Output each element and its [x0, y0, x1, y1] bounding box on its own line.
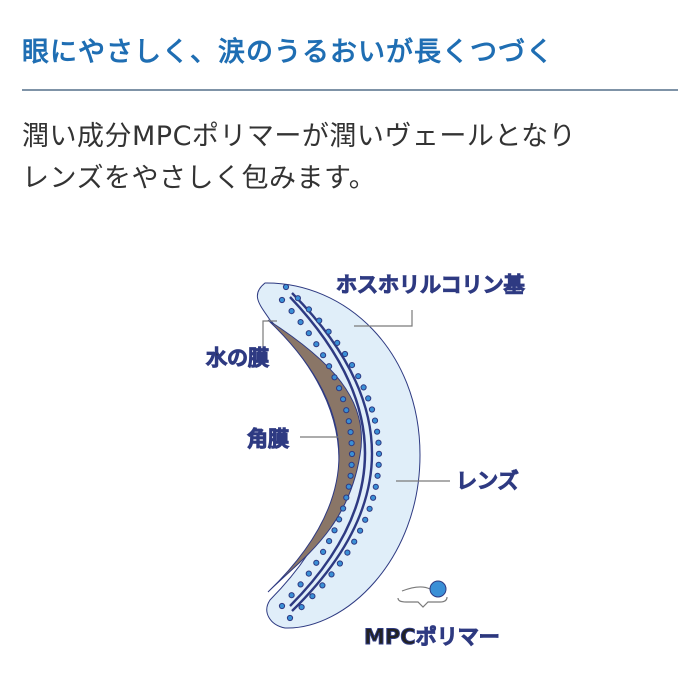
outer-polymer-dot: [298, 604, 305, 611]
inner-polymer-dot: [297, 581, 304, 588]
outer-polymer-dot: [348, 362, 356, 369]
inner-polymer-dot: [313, 559, 320, 566]
outer-polymer-dot: [319, 582, 326, 589]
outer-polymer-dot: [328, 571, 335, 578]
lens-inner-line: [289, 296, 367, 607]
outer-polymer-dot: [360, 384, 367, 391]
intro-line-2: レンズをやさしく包みます。: [22, 163, 377, 194]
outer-polymer-dot: [365, 395, 372, 402]
inner-polymer-dot: [343, 494, 350, 501]
inner-polymer-dot: [278, 602, 286, 610]
outer-polymer-dot: [372, 483, 379, 490]
inner-polymer-dot: [313, 341, 320, 348]
leader-base-material: [354, 310, 413, 327]
outer-polymer-dot: [368, 406, 376, 413]
inner-polymer-dot: [305, 330, 312, 337]
lens-outer-line: [291, 292, 374, 612]
inner-polymer-dot: [345, 483, 352, 490]
outer-polymer-dot: [374, 428, 381, 435]
outer-polymer-dot: [305, 306, 312, 313]
outer-polymer-dot: [286, 614, 294, 622]
inner-polymer-dot: [345, 418, 352, 425]
mpc-polymer-dots: [278, 283, 383, 622]
outer-polymer-dot: [336, 560, 343, 567]
inner-polymer-dot: [347, 429, 354, 436]
outer-polymer-dot: [375, 439, 382, 446]
outer-polymer-dot: [344, 549, 351, 556]
page-title: 眼にやさしく、涙のうるおいが長くつづく: [22, 37, 554, 68]
inner-polymer-dot: [288, 592, 295, 599]
outer-polymer-dot: [316, 317, 323, 324]
outer-polymer-dot: [351, 538, 358, 545]
inner-polymer-dot: [320, 352, 327, 359]
mpc-polymer-chain-icon: [401, 586, 431, 592]
outer-polymer-dot: [375, 450, 383, 457]
inner-polymer-dot: [320, 548, 327, 556]
outer-polymer-dot: [366, 505, 373, 512]
inner-polymer-dot: [288, 308, 295, 315]
leader-water-film: [262, 320, 277, 349]
outer-polymer-dot: [325, 328, 332, 335]
inner-polymer-dot: [343, 407, 350, 414]
label-base-material: ホスホリルコリン基: [336, 273, 526, 297]
inner-polymer-dot: [326, 363, 333, 370]
label-lens: レンズ: [456, 469, 519, 493]
inner-polymer-dot: [336, 385, 343, 392]
outer-polymer-dot: [309, 593, 316, 600]
outer-polymer-dot: [374, 472, 381, 479]
inner-polymer-dot: [347, 472, 354, 479]
intro-line-1: 潤い成分MPCポリマーが潤いヴェールとなり: [22, 121, 577, 152]
label-cornea: 角膜: [247, 427, 289, 451]
inner-polymer-dot: [326, 538, 333, 545]
outer-polymer-dot: [362, 516, 369, 523]
title-divider: [22, 89, 678, 91]
outer-polymer-dot: [371, 417, 379, 424]
outer-polymer-dot: [355, 373, 362, 380]
outer-polymer-dot: [334, 339, 341, 346]
inner-polymer-dot: [278, 296, 286, 304]
label-mpc-polymer: MPCポリマー: [364, 625, 500, 649]
outer-polymer-dot: [282, 283, 290, 291]
outer-polymer-dot: [357, 527, 364, 534]
inner-polymer-dot: [331, 527, 338, 534]
inner-polymer-dot: [336, 516, 343, 523]
inner-polymer-dot: [305, 570, 312, 577]
inner-polymer-dot: [340, 396, 347, 403]
outer-polymer-dot: [375, 461, 382, 468]
outer-polymer-dot: [341, 350, 349, 358]
inner-polymer-dot: [340, 505, 347, 512]
inner-polymer-dot: [348, 461, 355, 468]
intro-text: 潤い成分MPCポリマーが潤いヴェールとなり レンズをやさしく包みます。: [22, 116, 576, 200]
inner-polymer-dot: [297, 319, 304, 326]
mpc-polymer-head-icon: [429, 580, 447, 598]
leader-lines: [262, 310, 450, 608]
outer-polymer-dot: [294, 295, 301, 302]
inner-polymer-dot: [348, 440, 355, 447]
inner-polymer-dot: [331, 374, 338, 381]
inner-polymer-dot: [348, 450, 356, 458]
mpc-bracket: [397, 596, 448, 608]
label-water-film: 水の膜: [206, 346, 269, 370]
outer-polymer-dot: [370, 494, 377, 501]
